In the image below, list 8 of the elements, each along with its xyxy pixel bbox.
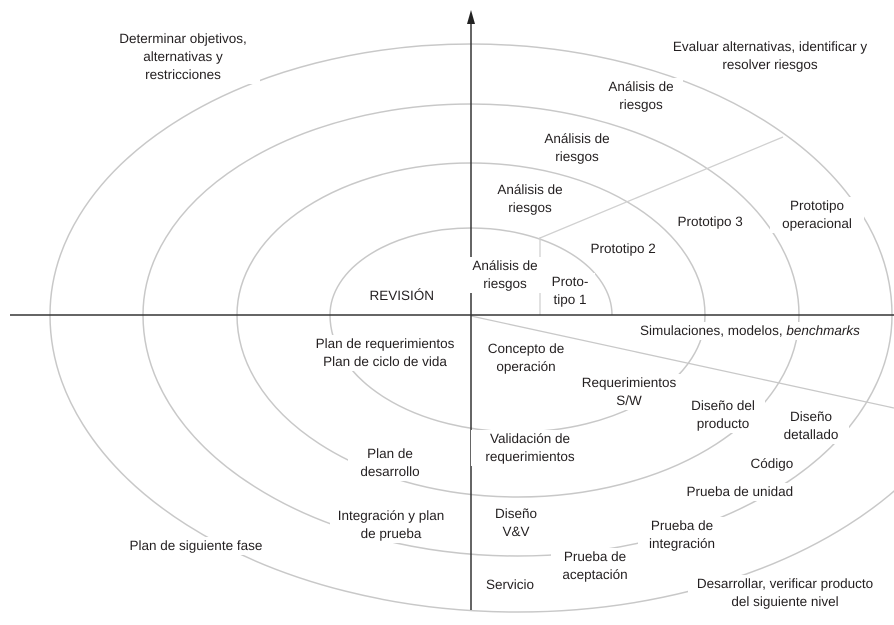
step-label: Prototipo 3 [676, 213, 745, 231]
step-label: Prueba de integración [638, 517, 726, 553]
step-label: Simulaciones, modelos, benchmarks [638, 322, 862, 340]
step-label: Prototipo 2 [588, 240, 658, 258]
step-label: Prueba de unidad [684, 483, 796, 501]
quadrant-label: Plan de siguiente fase [128, 537, 264, 555]
step-label: Código [748, 455, 796, 473]
step-label: Prototipo operacional [770, 197, 864, 233]
